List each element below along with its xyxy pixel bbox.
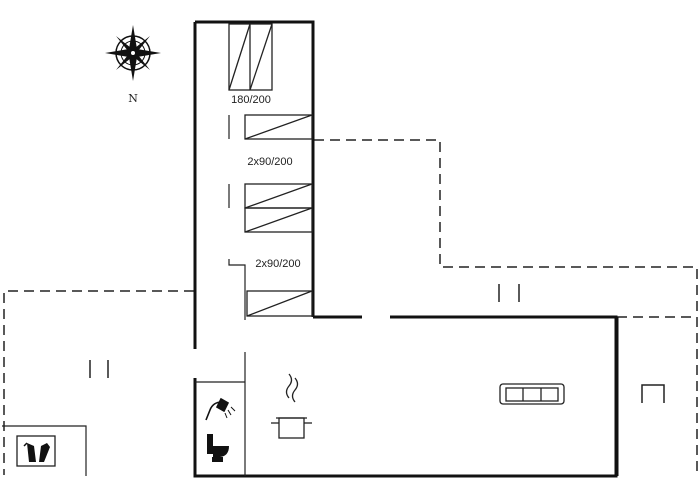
single-bed-icon — [244, 207, 313, 233]
chair-icon — [641, 384, 665, 403]
door-icon — [89, 360, 109, 378]
fireplace-icon — [16, 435, 56, 467]
bed-label-twin-2: 2x90/200 — [255, 258, 300, 270]
walls — [193, 20, 619, 478]
terrace-outline-left — [3, 290, 194, 475]
north-label: N — [128, 92, 138, 105]
compass-rose-icon — [105, 25, 161, 81]
terrace-outline-right — [314, 139, 698, 475]
toilet-icon — [207, 434, 229, 462]
bed-label-double: 180/200 — [231, 94, 271, 106]
door-icon — [498, 284, 520, 302]
bed-label-twin-1: 2x90/200 — [247, 156, 292, 168]
interior-walls — [2, 115, 246, 476]
single-bed-icon — [244, 114, 313, 140]
double-bed-icon — [228, 23, 273, 91]
single-bed-icon — [246, 290, 313, 317]
shower-icon — [205, 397, 236, 421]
cooking-pot-icon — [271, 373, 312, 439]
single-bed-icon — [244, 183, 313, 209]
sofa-icon — [499, 383, 565, 405]
